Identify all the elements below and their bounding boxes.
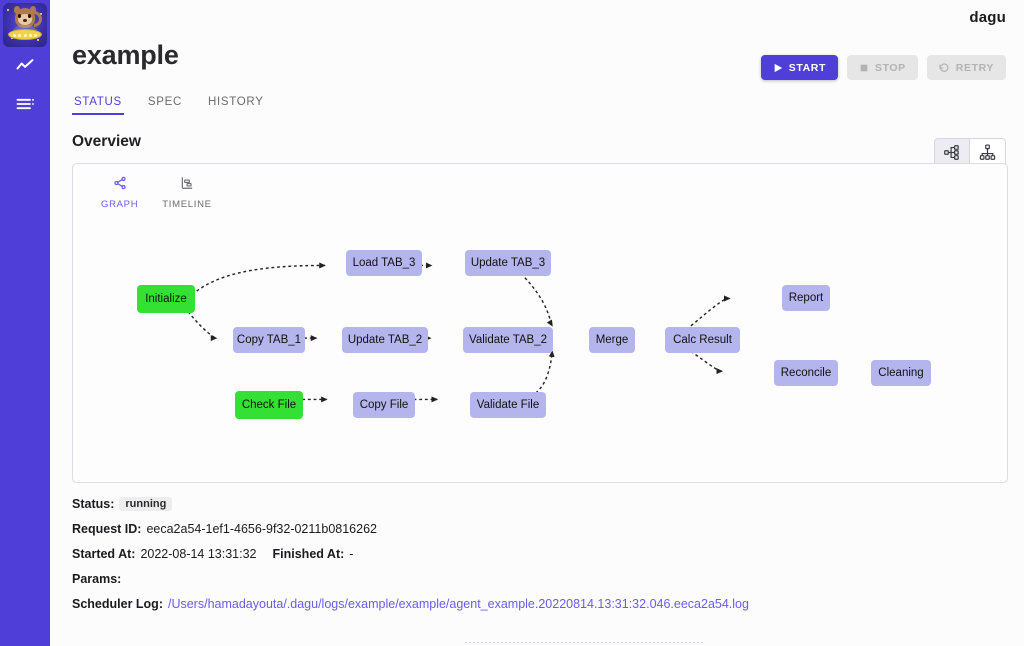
graph-node-initialize[interactable]: Initialize: [137, 285, 195, 313]
graph-node-validate-file[interactable]: Validate File: [470, 392, 546, 418]
tab-status[interactable]: STATUS: [72, 92, 124, 115]
retry-button-label: RETRY: [955, 61, 994, 74]
run-details: Status: running Request ID: eeca2a54-1ef…: [50, 483, 1024, 611]
page-title: example: [72, 40, 179, 70]
tab-history[interactable]: HISTORY: [207, 96, 264, 108]
vertical-graph-icon: [979, 143, 996, 166]
main-content: dagu example START STOP: [50, 0, 1024, 646]
graph-panel: GRAPH TIMELINE: [72, 163, 1008, 483]
graph-tab-label: GRAPH: [101, 199, 139, 210]
play-icon: [773, 63, 783, 73]
stop-button[interactable]: STOP: [846, 55, 918, 80]
top-bar: dagu: [50, 0, 1024, 34]
graph-tab-bar: GRAPH TIMELINE: [73, 164, 1007, 210]
stop-icon: [859, 63, 869, 73]
timeline-tab[interactable]: TIMELINE: [162, 176, 211, 210]
timeline-tab-label: TIMELINE: [162, 199, 212, 210]
graph-tab[interactable]: GRAPH: [101, 176, 138, 210]
finished-at-label: Finished At:: [272, 547, 345, 561]
sidebar: [0, 0, 50, 646]
tab-spec[interactable]: SPEC: [147, 96, 182, 108]
graph-node-calc-result[interactable]: Calc Result: [665, 327, 740, 353]
view-toggle-group: [934, 138, 1006, 171]
detail-params: Params:: [72, 572, 1002, 586]
graph-node-load-tab3[interactable]: Load TAB_3: [346, 250, 422, 276]
graph-node-copy-tab1[interactable]: Copy TAB_1: [233, 327, 305, 353]
start-button[interactable]: START: [760, 55, 838, 80]
graph-node-report[interactable]: Report: [782, 285, 830, 311]
detail-request-id: Request ID: eeca2a54-1ef1-4656-9f32-0211…: [72, 522, 1002, 536]
page-header: example START STOP: [50, 40, 1024, 80]
graph-node-update-tab2[interactable]: Update TAB_2: [342, 327, 428, 353]
started-at-label: Started At:: [72, 547, 136, 561]
page-bottom-divider: [465, 642, 705, 643]
retry-button[interactable]: RETRY: [926, 55, 1006, 80]
graph-node-check-file[interactable]: Check File: [235, 391, 303, 419]
list-icon: [15, 94, 35, 114]
sidebar-item-dags[interactable]: [0, 47, 50, 85]
stop-button-label: STOP: [874, 61, 906, 74]
scheduler-log-link[interactable]: /Users/hamadayouta/.dagu/logs/example/ex…: [167, 597, 749, 611]
retry-icon: [939, 62, 950, 73]
graph-node-update-tab3[interactable]: Update TAB_3: [465, 250, 551, 276]
dagu-mascot-logo[interactable]: [3, 3, 47, 47]
started-at-value: 2022-08-14 13:31:32: [140, 547, 257, 561]
graph-edges: [187, 262, 817, 403]
sidebar-item-search[interactable]: [0, 85, 50, 123]
horizontal-graph-icon: [943, 144, 961, 166]
detail-times: Started At: 2022-08-14 13:31:32 Finished…: [72, 547, 1002, 561]
params-label: Params:: [72, 572, 122, 586]
graph-node-reconcile[interactable]: Reconcile: [774, 360, 838, 386]
status-badge: running: [119, 497, 173, 511]
detail-status: Status: running: [72, 497, 1002, 511]
start-button-label: START: [788, 61, 826, 74]
scheduler-log-label: Scheduler Log:: [72, 597, 163, 611]
detail-scheduler-log: Scheduler Log: /Users/hamadayouta/.dagu/…: [72, 597, 1002, 611]
graph-node-merge[interactable]: Merge: [589, 327, 635, 353]
action-buttons: START STOP RETRY: [760, 55, 1006, 80]
finished-at-value: -: [349, 547, 354, 561]
share-graph-icon: [113, 176, 127, 195]
graph-node-copy-file[interactable]: Copy File: [353, 392, 415, 418]
activity-chart-icon: [15, 56, 35, 76]
request-id-label: Request ID:: [72, 522, 142, 536]
graph-node-validate-tab2[interactable]: Validate TAB_2: [463, 327, 553, 353]
graph-node-cleaning[interactable]: Cleaning: [871, 360, 931, 386]
app-brand: dagu: [969, 8, 1006, 26]
request-id-value: eeca2a54-1ef1-4656-9f32-0211b0816262: [146, 522, 377, 536]
overview-heading: Overview: [72, 133, 141, 150]
timeline-icon: [180, 176, 194, 195]
status-label: Status:: [72, 497, 115, 511]
tab-bar: STATUS SPEC HISTORY: [50, 92, 1024, 115]
